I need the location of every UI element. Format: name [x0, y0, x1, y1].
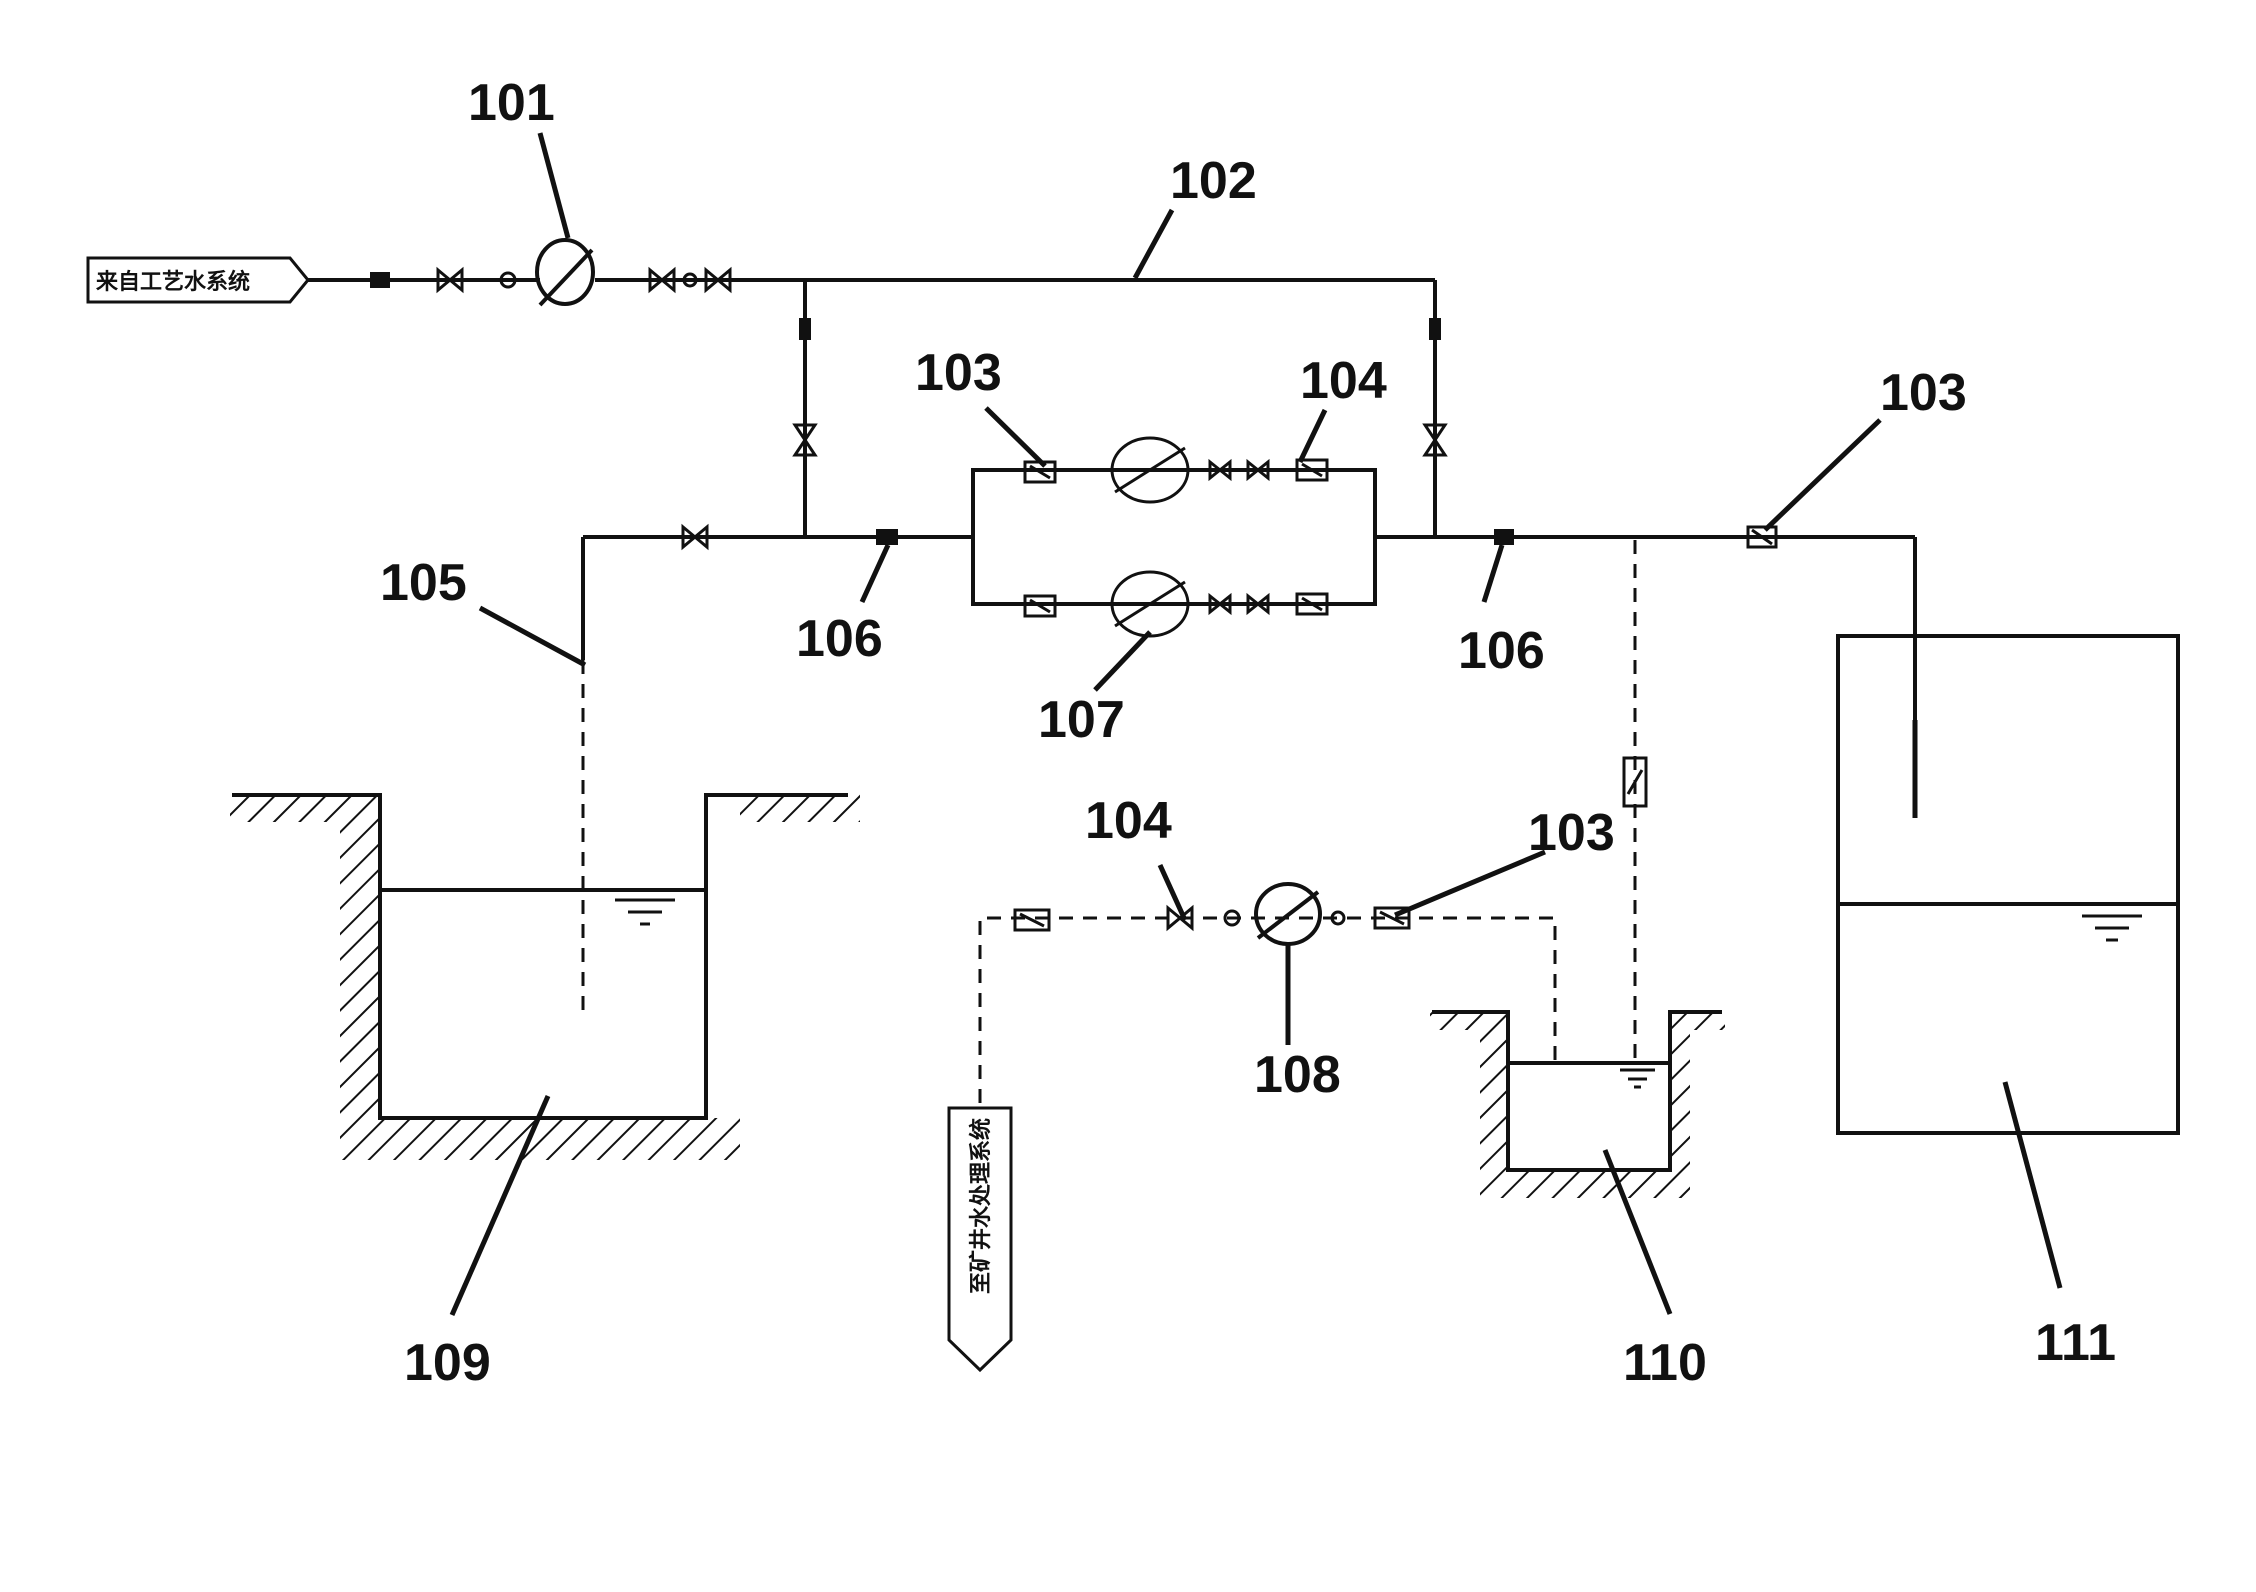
main-line-valves — [370, 266, 732, 294]
vertical-branch-valves — [792, 318, 1448, 457]
label-108: 108 — [1254, 1046, 1341, 1104]
leader-lines — [449, 132, 2063, 1317]
label-103-top-left: 103 — [915, 344, 1002, 402]
label-106-left: 106 — [796, 610, 883, 668]
parallel-pump-loop — [971, 436, 1377, 638]
label-106-right: 106 — [1458, 622, 1545, 680]
label-110: 110 — [1623, 1334, 1707, 1392]
label-103-bottom: 103 — [1528, 804, 1615, 862]
label-104-bottom: 104 — [1085, 792, 1172, 850]
label-101: 101 — [468, 74, 555, 132]
source-tag: 来自工艺水系统 — [86, 256, 310, 304]
reference-labels: 101 102 103 104 103 105 106 107 106 104 … — [380, 74, 2116, 1392]
label-104-top: 104 — [1300, 352, 1387, 410]
label-107: 107 — [1038, 691, 1125, 749]
main-pipeline — [308, 278, 1437, 537]
label-109: 109 — [404, 1334, 491, 1392]
source-tag-text: 来自工艺水系统 — [95, 269, 250, 295]
tank-111 — [1836, 634, 2180, 1135]
destination-tag-text: 至矿井水处理系统 — [968, 1118, 994, 1294]
label-105: 105 — [380, 554, 467, 612]
middle-pipeline — [581, 523, 1917, 1060]
sump-110 — [1430, 1010, 1725, 1198]
label-102: 102 — [1170, 152, 1257, 210]
destination-tag: 至矿井水处理系统 — [947, 1106, 1013, 1373]
pump-101 — [535, 238, 595, 307]
label-111: 111 — [2035, 1314, 2116, 1372]
pit-109 — [230, 793, 860, 1160]
label-103-top-right: 103 — [1880, 364, 1967, 422]
discharge-branch — [978, 756, 1648, 1105]
